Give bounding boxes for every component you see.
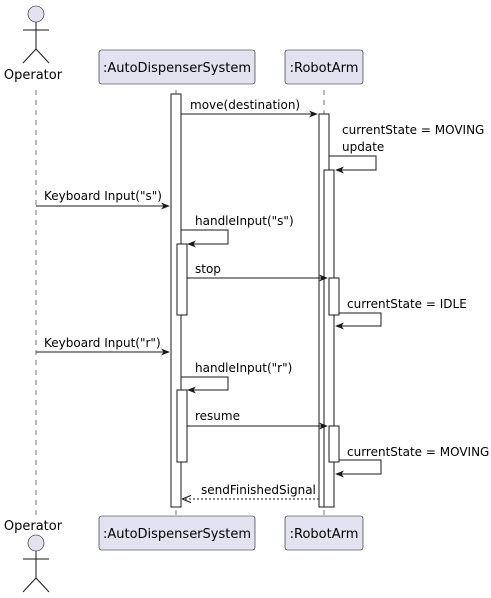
participant-label: :AutoDispenserSystem: [103, 61, 251, 76]
activation-bar: [176, 243, 188, 316]
message-label: handleInput("s"): [195, 214, 294, 228]
message-handle-input-s: handleInput("s"): [181, 214, 294, 248]
message-label: currentState = MOVING: [347, 445, 489, 459]
participant-robot-arm-top: :RobotArm: [284, 49, 364, 85]
message-label: stop: [195, 262, 221, 276]
message-keyboard-input-r: Keyboard Input("r"): [36, 336, 170, 356]
message-current-state-moving: currentState = MOVING: [335, 445, 489, 478]
participant-auto-dispenser-system-top: :AutoDispenserSystem: [98, 49, 256, 85]
participant-auto-dispenser-system-bottom: :AutoDispenserSystem: [98, 515, 256, 551]
message-handle-input-r: handleInput("r"): [181, 361, 292, 394]
message-resume: resume: [187, 409, 328, 430]
message-current-state-idle: currentState = IDLE: [335, 297, 467, 330]
message-label: currentState = IDLE: [347, 297, 467, 311]
actor-label: Operator: [4, 519, 63, 534]
activation-bar: [328, 277, 340, 316]
message-label: sendFinishedSignal: [201, 483, 316, 497]
actor-operator-top: Operator: [4, 5, 63, 83]
participant-label: :AutoDispenserSystem: [103, 527, 251, 542]
stick-figure-icon: [22, 534, 50, 593]
message-stop: stop: [187, 262, 328, 282]
participant-label: :RobotArm: [290, 527, 359, 542]
message-label: move(destination): [190, 98, 300, 112]
message-update: update: [329, 140, 384, 174]
message-label: resume: [195, 409, 240, 423]
participant-robot-arm-bottom: :RobotArm: [284, 515, 364, 551]
message-move-destination: move(destination): [181, 98, 318, 118]
state-note: currentState = MOVING: [342, 123, 484, 137]
message-label: update: [342, 140, 384, 154]
message-send-finished-signal: sendFinishedSignal: [183, 483, 319, 499]
actor-label: Operator: [4, 68, 63, 83]
message-keyboard-input-s: Keyboard Input("s"): [36, 189, 170, 210]
activation-bar: [328, 425, 340, 463]
message-label: handleInput("r"): [195, 361, 292, 375]
actor-operator-bottom: Operator: [4, 519, 63, 593]
activation-bar: [176, 389, 188, 463]
stick-figure-icon: [22, 5, 50, 64]
message-label: Keyboard Input("s"): [44, 189, 162, 203]
activation-bar: [323, 169, 335, 508]
participant-label: :RobotArm: [290, 61, 359, 76]
message-label: Keyboard Input("r"): [44, 336, 161, 350]
